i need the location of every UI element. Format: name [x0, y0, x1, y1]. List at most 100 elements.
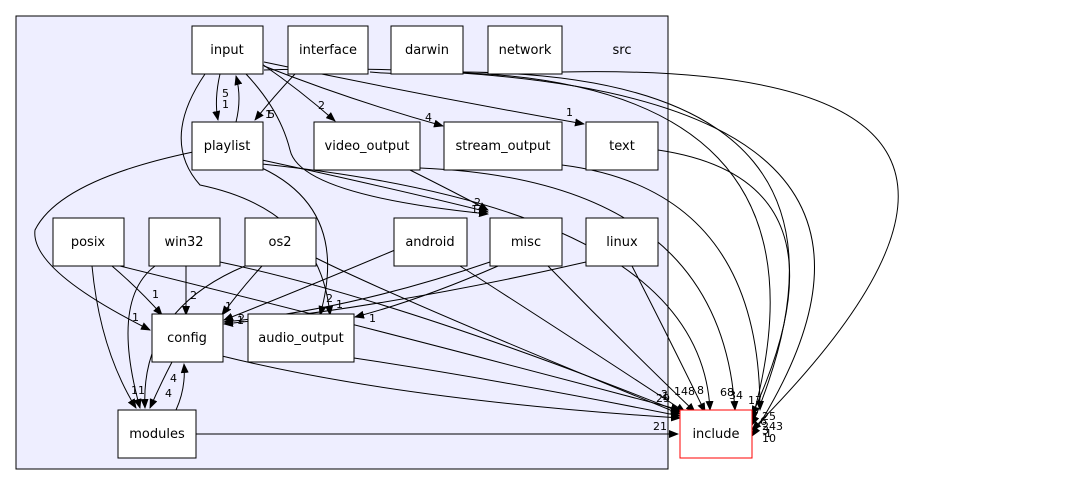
- node-win32-box: [148, 217, 221, 267]
- edge-input-misc: [245, 73, 489, 218]
- node-include-label: include: [692, 427, 739, 442]
- node-stream-output[interactable]: stream_output: [443, 121, 563, 171]
- edge-posix-config: [111, 265, 163, 316]
- node-interface[interactable]: interface: [287, 25, 369, 75]
- edge-label: 21: [653, 420, 667, 433]
- edge-label: 5: [268, 108, 275, 121]
- edge-playlist-input: [234, 75, 243, 123]
- node-posix[interactable]: posix: [52, 217, 125, 267]
- edge-playlist-audio: [261, 167, 329, 316]
- node-android[interactable]: android: [393, 217, 468, 267]
- edge-label: 3: [762, 424, 769, 437]
- node-modules-box: [117, 409, 197, 459]
- edge-labels: 1 5 1 2 4 1 2 1 5 1 2 1 1 2 1 1 1 1 1 2 …: [131, 87, 783, 445]
- edge-os2-config: [221, 265, 263, 316]
- node-linux[interactable]: linux: [585, 217, 659, 267]
- node-misc-box: [489, 217, 563, 267]
- edge-win32-modules: [127, 265, 156, 409]
- node-os2[interactable]: os2: [244, 217, 317, 267]
- edge-label: 4: [425, 111, 432, 124]
- edge-network-include: [561, 71, 899, 431]
- edge-video-misc: [409, 169, 489, 211]
- node-config-box: [151, 313, 224, 363]
- edge-label: 1: [265, 108, 272, 121]
- edge-label: 1: [765, 427, 772, 440]
- edge-misc-include: [547, 265, 696, 413]
- node-audio-output[interactable]: audio_output: [247, 313, 355, 363]
- edge-linux-include: [631, 265, 706, 413]
- edge-label: 1: [369, 312, 376, 325]
- edge-win32-include: [219, 261, 681, 413]
- edge-label: 2: [661, 388, 668, 401]
- node-win32-label: win32: [164, 235, 203, 250]
- node-video-output[interactable]: video_output: [313, 121, 421, 171]
- edge-label: 5: [222, 87, 229, 100]
- node-config[interactable]: config: [151, 313, 224, 363]
- node-network-box: [487, 25, 563, 75]
- node-text-box: [585, 121, 659, 171]
- edge-label: 4: [170, 372, 177, 385]
- node-android-label: android: [405, 235, 454, 250]
- node-network-label: network: [499, 43, 552, 58]
- edge-label: 34: [729, 389, 743, 402]
- node-playlist-label: playlist: [204, 139, 251, 154]
- node-modules[interactable]: modules: [117, 409, 197, 459]
- node-input[interactable]: input: [191, 25, 264, 75]
- node-stream-output-label: stream_output: [456, 139, 551, 154]
- edge-input-playlist: [212, 73, 221, 121]
- edge-label: 1: [237, 314, 244, 327]
- node-darwin-label: darwin: [405, 43, 449, 58]
- edge-label: 1: [225, 300, 232, 313]
- src-cluster-label: src: [613, 43, 632, 58]
- node-darwin[interactable]: darwin: [390, 25, 464, 75]
- nodes: input interface darwin network playlist …: [52, 25, 753, 459]
- node-playlist-box: [191, 121, 264, 171]
- node-network[interactable]: network: [487, 25, 563, 75]
- edge-posix-include: [119, 265, 681, 412]
- edge-label: 8: [697, 384, 704, 397]
- edge-config-modules: [149, 361, 173, 409]
- node-video-output-box: [313, 121, 421, 171]
- edge-label: 1: [662, 390, 669, 403]
- edge-stream-include: [561, 164, 764, 411]
- edge-label: 2: [326, 292, 333, 305]
- edge-label: 1: [222, 98, 229, 111]
- node-interface-label: interface: [299, 43, 357, 58]
- edge-label: 1: [566, 106, 573, 119]
- edge-darwin-include: [461, 71, 790, 426]
- node-playlist[interactable]: playlist: [191, 121, 264, 171]
- edge-modules-config: [175, 363, 189, 411]
- node-win32[interactable]: win32: [148, 217, 221, 267]
- edge-label: 68: [720, 386, 734, 399]
- node-text[interactable]: text: [585, 121, 659, 171]
- edge-label: 1: [131, 384, 138, 397]
- node-posix-box: [52, 217, 125, 267]
- node-audio-output-label: audio_output: [258, 331, 343, 346]
- edge-label: 6: [760, 415, 767, 428]
- edge-android-include: [459, 265, 686, 413]
- edge-interface-playlist: [254, 73, 296, 121]
- edge-text-include: [657, 149, 791, 416]
- edge-os2-include: [315, 257, 681, 415]
- node-os2-box: [244, 217, 317, 267]
- edge-input-stream-output: [263, 65, 444, 128]
- edge-label: 1: [152, 288, 159, 301]
- node-audio-output-box: [247, 313, 355, 363]
- node-config-label: config: [167, 331, 207, 346]
- node-include[interactable]: include: [679, 409, 753, 459]
- edge-playlist-config: [34, 151, 194, 331]
- node-misc[interactable]: misc: [489, 217, 563, 267]
- node-misc-label: misc: [511, 235, 541, 250]
- edge-label: 17: [748, 394, 762, 407]
- node-stream-output-box: [443, 121, 563, 171]
- node-linux-box: [585, 217, 659, 267]
- edge-label: 29: [656, 392, 670, 405]
- edge-label: 1: [471, 203, 478, 216]
- edge-label: 2: [238, 312, 245, 325]
- node-android-box: [393, 217, 468, 267]
- edge-label: 2: [318, 99, 325, 112]
- node-posix-label: posix: [71, 235, 106, 250]
- node-input-label: input: [210, 43, 243, 58]
- edge-audio-include: [353, 357, 681, 419]
